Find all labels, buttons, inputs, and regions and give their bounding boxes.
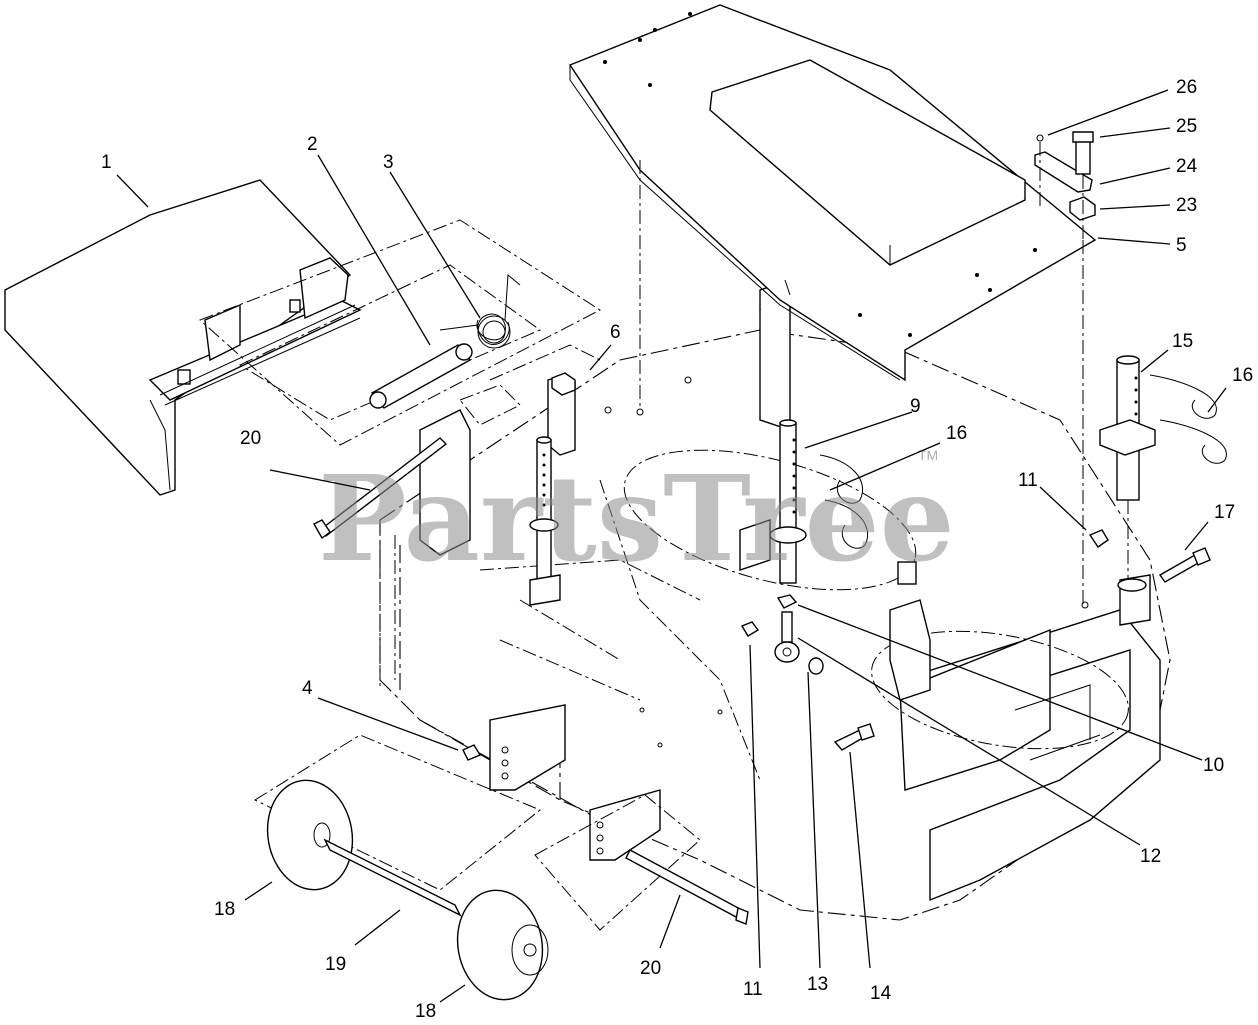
label-part-4: 4 — [302, 678, 313, 699]
label-part-2: 2 — [307, 134, 318, 155]
height-post-right — [1099, 355, 1156, 580]
label-part-6: 6 — [610, 322, 621, 343]
torsion-spring — [439, 273, 521, 349]
label-part-16-center: 16 — [946, 423, 967, 444]
height-post-left — [529, 436, 561, 606]
label-part-13: 13 — [807, 974, 828, 995]
watermark-trademark: TM — [918, 447, 938, 463]
bolt-part-17 — [1158, 547, 1211, 583]
part-labels: 1 2 3 4 5 6 9 10 11 11 12 13 14 15 16 16… — [101, 77, 1253, 1022]
label-part-3: 3 — [383, 152, 394, 173]
bolt-part-14 — [833, 723, 875, 751]
nut-part-11-right — [1088, 529, 1109, 548]
deck-cover-plate — [568, 4, 1097, 605]
label-part-18-top: 18 — [214, 899, 235, 920]
mower-deck — [379, 284, 1171, 921]
label-part-18-bottom: 18 — [415, 1001, 436, 1022]
label-part-23: 23 — [1176, 195, 1197, 216]
label-part-11-bottom: 11 — [743, 979, 763, 1000]
label-part-12: 12 — [1140, 846, 1161, 867]
wheel-brackets — [253, 704, 701, 931]
label-part-5: 5 — [1176, 235, 1187, 256]
leader-lines — [116, 89, 1227, 1003]
hinge-rod — [369, 343, 473, 409]
label-part-26: 26 — [1176, 77, 1197, 98]
linkage-parts — [740, 594, 824, 675]
label-part-24: 24 — [1176, 156, 1198, 177]
long-bolt-left — [313, 437, 448, 540]
height-post-center — [769, 419, 807, 584]
label-part-15: 15 — [1172, 331, 1193, 352]
label-part-17: 17 — [1214, 502, 1235, 523]
watermark-text: PartsTree — [318, 449, 955, 588]
chute-hinge-outline — [199, 219, 601, 446]
wheel-assembly — [266, 779, 749, 1001]
label-part-11-right: 11 — [1018, 470, 1038, 491]
label-part-10: 10 — [1203, 755, 1224, 776]
hairpin-clips-center — [819, 454, 869, 549]
label-part-20-bottom: 20 — [640, 958, 661, 979]
hardware-stack — [1034, 131, 1096, 240]
label-part-9: 9 — [910, 396, 921, 417]
label-part-20-left: 20 — [240, 428, 261, 449]
label-part-14: 14 — [870, 983, 892, 1004]
nut-part-6 — [551, 372, 576, 396]
partstree-watermark: PartsTree TM — [318, 447, 955, 588]
hairpin-clips-right — [1149, 374, 1227, 464]
label-part-25: 25 — [1176, 116, 1197, 137]
label-part-16-right: 16 — [1232, 365, 1253, 386]
label-part-19: 19 — [325, 954, 346, 975]
label-part-1: 1 — [101, 152, 112, 173]
discharge-chute — [4, 179, 362, 496]
